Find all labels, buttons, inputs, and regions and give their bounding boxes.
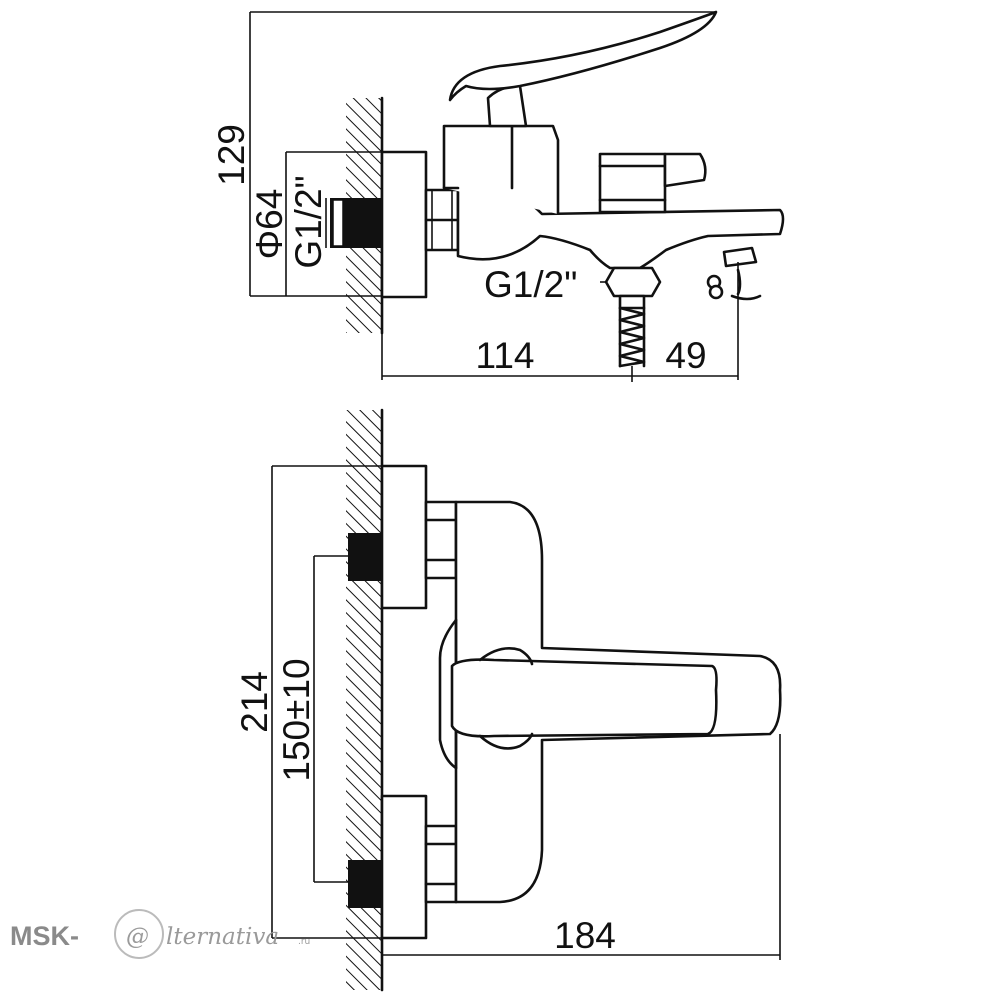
wall-flange-upper	[380, 464, 428, 610]
watermark-brand-left: MSK-	[10, 921, 79, 951]
cartridge-housing-side	[442, 124, 560, 214]
side-view: 129 Φ64 G1/2" G1/2" 114 49	[211, 10, 785, 382]
union-nut-upper	[424, 500, 458, 580]
mixer-body-side	[456, 182, 785, 270]
handle-stem-side	[486, 84, 528, 128]
dim-center-distance-150: 150±10	[276, 658, 317, 781]
watermark-brand-tld: .ru	[298, 937, 310, 947]
lever-top	[450, 647, 718, 750]
inlet-thread-side	[330, 198, 382, 248]
body-waist-top	[438, 618, 458, 770]
watermark-brand-at: @	[126, 924, 149, 950]
dim-thread-inlet: G1/2"	[288, 175, 329, 268]
top-view: 214 150±10 184	[234, 408, 782, 992]
diverter-knob-side	[598, 152, 707, 214]
watermark-logo: MSK- @ lternativa .ru	[10, 909, 310, 959]
union-nut-lower	[424, 824, 458, 904]
lever-side	[448, 10, 718, 102]
watermark-brand-right: lternativa	[166, 924, 279, 950]
inlet-thread-lower	[348, 860, 382, 908]
dim-diameter-64: Φ64	[249, 189, 290, 260]
inlet-thread-upper	[348, 533, 382, 581]
dim-height-129: 129	[211, 124, 252, 186]
spout-tip-side	[706, 246, 762, 318]
dim-overall-depth-184: 184	[554, 915, 616, 956]
dim-thread-outlet: G1/2"	[484, 264, 577, 305]
union-nut-side	[424, 188, 460, 252]
wall-flange-lower	[380, 794, 428, 940]
wall-flange-side	[380, 150, 428, 299]
hose-outlet-side	[604, 266, 662, 368]
dim-overall-height-214: 214	[234, 671, 275, 733]
dim-spout-reach-49: 49	[665, 335, 706, 376]
dim-spout-offset-114: 114	[476, 335, 535, 376]
